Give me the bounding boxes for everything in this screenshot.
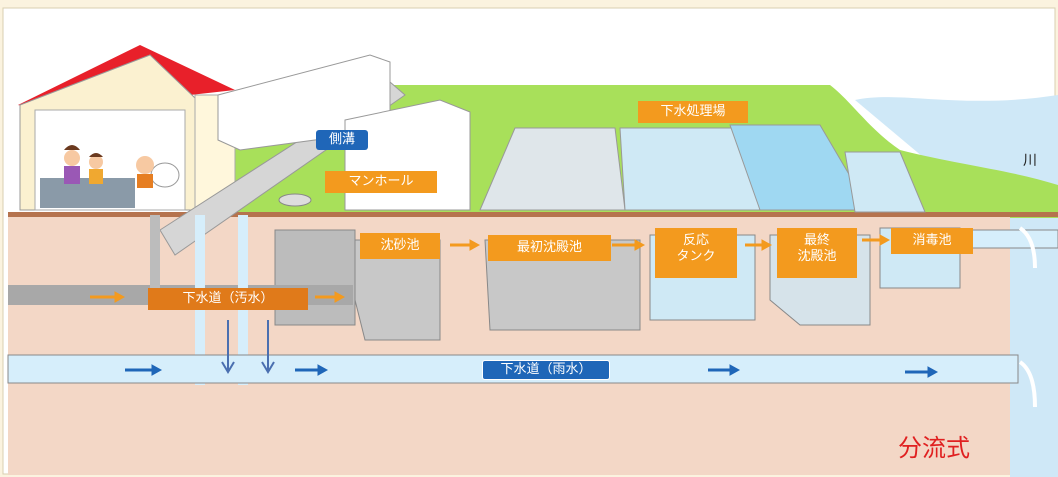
outflow-pipe-icon	[1018, 360, 1037, 408]
primary-tank-top	[479, 127, 626, 211]
family-people-icon	[64, 145, 103, 184]
system-name-label: 分流式	[898, 434, 970, 462]
rainwater-sewer-label: 下水道（雨水）	[482, 360, 610, 380]
rain-drop-arrow-icon	[221, 320, 275, 374]
manhole-shaft	[274, 229, 356, 326]
reaction-tank-label: 反応 タンク	[655, 228, 737, 278]
toilet-icon	[136, 156, 180, 188]
final-tank-top	[729, 124, 871, 211]
sewage-flow-arrows	[90, 234, 891, 303]
ground-line	[8, 212, 1058, 217]
manhole-cover	[278, 193, 312, 207]
final-sedimentation-label: 最終 沈殿池	[777, 228, 857, 278]
side-ditch-label: 側溝	[316, 130, 368, 150]
grit-chamber-label: 沈砂池	[360, 233, 440, 259]
disinfection-tank-top	[844, 151, 926, 213]
house-drain-pipe	[150, 215, 160, 295]
treatment-plant-label: 下水処理場	[638, 101, 748, 123]
primary-sedimentation-label: 最初沈殿池	[488, 235, 611, 261]
outflow-pipe-upper	[959, 229, 1058, 249]
sewage-sewer-label: 下水道（汚水）	[148, 288, 308, 310]
manhole-label: マンホール	[325, 171, 437, 193]
outflow-pipe-icon	[1018, 226, 1037, 269]
rainwater-flow-arrows	[125, 364, 939, 378]
building-right	[344, 99, 471, 211]
river-label: 川	[1023, 153, 1037, 169]
disinfection-label: 消毒池	[891, 228, 973, 254]
